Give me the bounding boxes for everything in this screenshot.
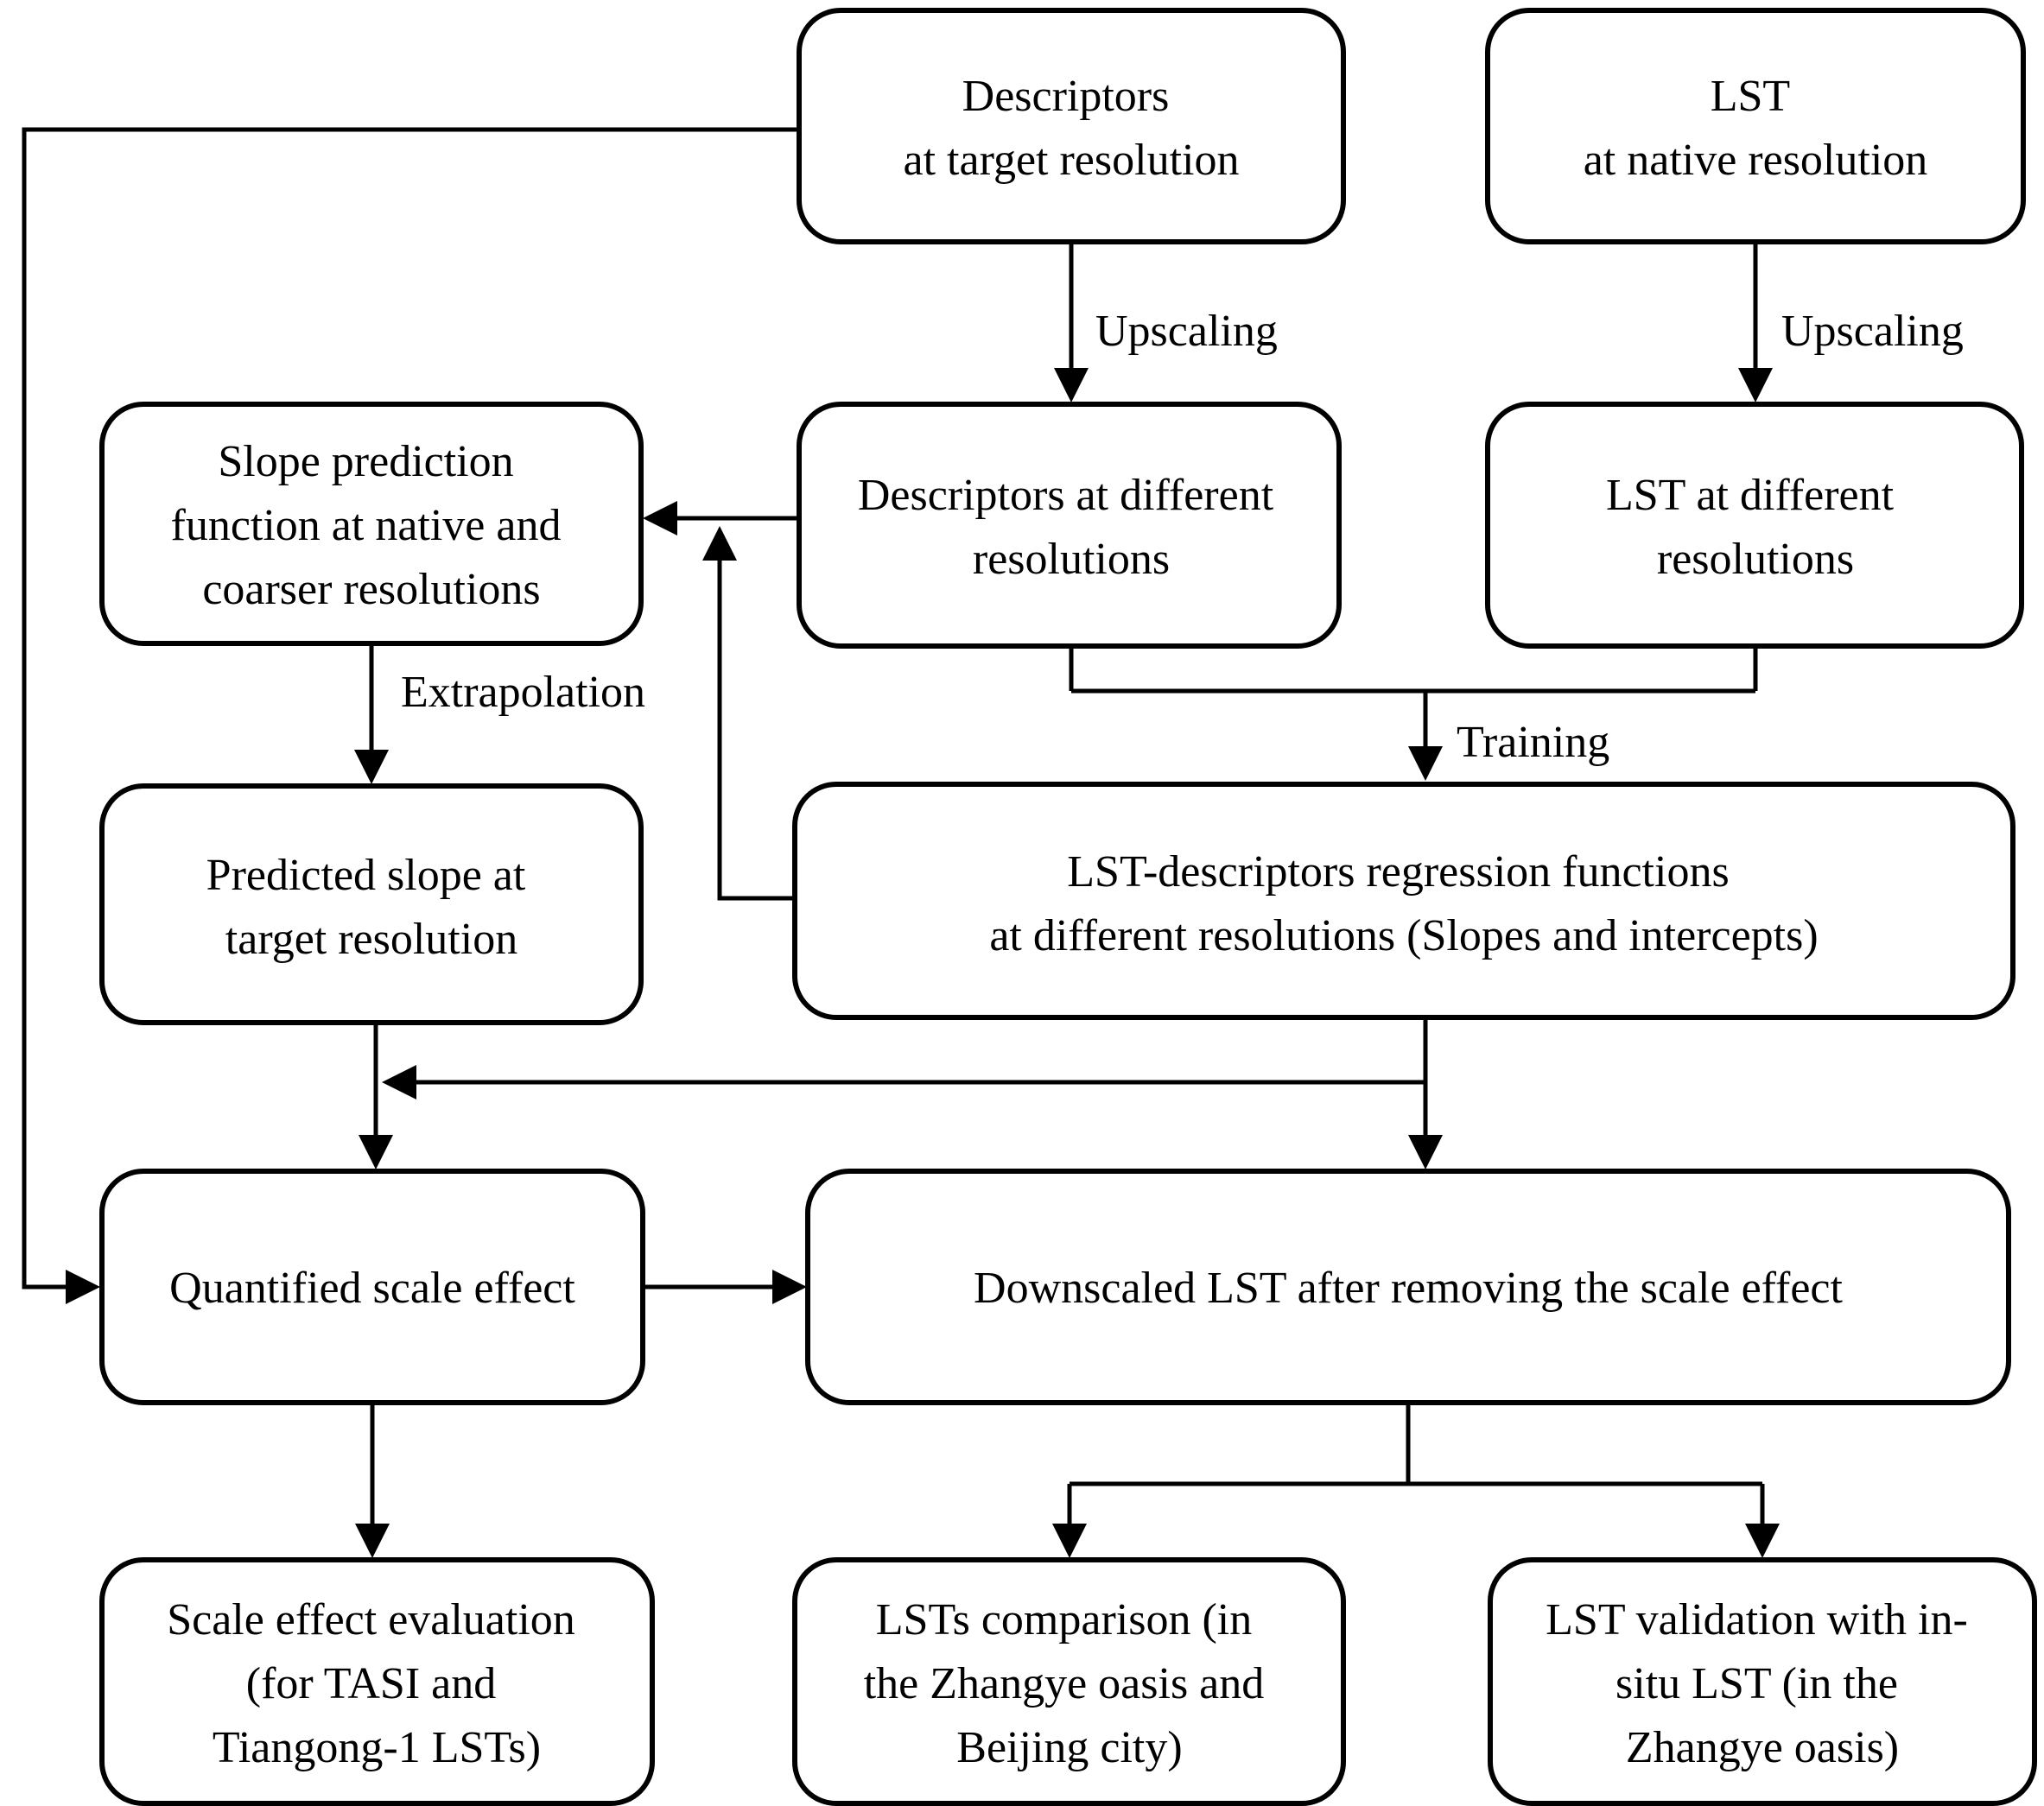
slope-prediction-function-box xyxy=(99,402,644,646)
label-upscaling-right: Upscaling xyxy=(1781,307,1964,356)
label-line: the Zhangye oasis and xyxy=(864,1659,1265,1708)
label-line: situ LST (in the xyxy=(1616,1659,1898,1708)
descriptors-at-different-resolutions-box xyxy=(797,402,1342,649)
predicted-slope-box xyxy=(99,783,644,1025)
label-line: Predicted slope at xyxy=(206,851,526,900)
node-downscaled-lst: Downscaled LST after removing the scale … xyxy=(805,1169,2011,1405)
lsts-comparison-label: LSTs comparison (in the Zhangye oasis an… xyxy=(864,1595,1276,1772)
label-line: at different resolutions (Slopes and int… xyxy=(989,911,1818,960)
label-line: Scale effect evaluation xyxy=(167,1595,575,1644)
label-line: target resolution xyxy=(225,915,517,964)
node-scale-effect-evaluation: Scale effect evaluation (for TASI and Ti… xyxy=(99,1557,655,1806)
label-line: resolutions xyxy=(973,535,1170,584)
label-line: Beijing city) xyxy=(956,1723,1182,1772)
label-line: function at native and xyxy=(171,501,562,550)
lsts-comparison-box xyxy=(792,1557,1346,1806)
label-line: Descriptors xyxy=(962,72,1170,121)
label-line: Zhangye oasis) xyxy=(1626,1723,1899,1772)
label-upscaling-left: Upscaling xyxy=(1095,307,1278,356)
label-line: at native resolution xyxy=(1584,136,1928,185)
predicted-slope-label: Predicted slope at target resolution xyxy=(206,851,537,964)
node-lst-at-different-resolutions: LST at different resolutions xyxy=(1485,402,2024,649)
scale-effect-evaluation-label: Scale effect evaluation (for TASI and Ti… xyxy=(167,1595,587,1772)
label-line: coarser resolutions xyxy=(202,565,540,614)
label-line: LST-descriptors regression functions xyxy=(1067,847,1729,897)
label-line: at target resolution xyxy=(904,136,1240,185)
slope-prediction-function-label: Slope prediction function at native and … xyxy=(171,437,573,614)
node-descriptors-at-different-resolutions: Descriptors at different resolutions xyxy=(797,402,1342,649)
node-predicted-slope: Predicted slope at target resolution xyxy=(99,783,644,1025)
lst-validation-label: LST validation with in- situ LST (in the… xyxy=(1546,1595,1979,1772)
label-line: Quantified scale effect xyxy=(169,1264,575,1313)
node-quantified-scale-effect: Quantified scale effect xyxy=(99,1169,645,1405)
regression-functions-label: LST-descriptors regression functions at … xyxy=(989,847,1818,960)
downscaled-lst-box xyxy=(805,1169,2011,1405)
label-line: Tiangong-1 LSTs) xyxy=(213,1723,541,1772)
label-line: Downscaled LST after removing the scale … xyxy=(974,1264,1843,1313)
label-line: LST at different xyxy=(1606,471,1895,520)
node-regression-functions: LST-descriptors regression functions at … xyxy=(792,782,2015,1020)
label-line: (for TASI and xyxy=(246,1659,496,1708)
lst-validation-box xyxy=(1488,1557,2037,1806)
node-descriptors-at-target-resolution: Descriptors at target resolution xyxy=(797,8,1346,244)
lst-at-different-resolutions-label: LST at different resolutions xyxy=(1606,471,1905,584)
node-lsts-comparison: LSTs comparison (in the Zhangye oasis an… xyxy=(792,1557,1346,1806)
scale-effect-evaluation-box xyxy=(99,1557,655,1806)
label-extrapolation: Extrapolation xyxy=(401,668,645,717)
edge-desc-target-to-quantified xyxy=(22,127,799,1304)
node-lst-validation: LST validation with in- situ LST (in the… xyxy=(1488,1557,2037,1806)
label-line: Descriptors at different xyxy=(858,471,1274,520)
descriptors-at-target-resolution-label: Descriptors at target resolution xyxy=(904,72,1240,185)
lst-at-different-resolutions-box xyxy=(1485,402,2024,649)
node-lst-at-native-resolution: LST at native resolution xyxy=(1485,8,2026,244)
label-line: Slope prediction xyxy=(218,437,513,486)
downscaled-lst-label: Downscaled LST after removing the scale … xyxy=(974,1264,1843,1313)
label-line: LST validation with in- xyxy=(1546,1595,1968,1644)
node-slope-prediction-function: Slope prediction function at native and … xyxy=(99,402,644,646)
lst-at-native-resolution-label: LST at native resolution xyxy=(1584,72,1928,185)
label-line: LSTs comparison (in xyxy=(876,1595,1252,1644)
regression-functions-box xyxy=(792,782,2015,1020)
label-line: resolutions xyxy=(1657,535,1854,584)
quantified-scale-effect-label: Quantified scale effect xyxy=(169,1264,575,1313)
label-training: Training xyxy=(1457,718,1609,767)
quantified-scale-effect-box xyxy=(99,1169,645,1405)
descriptors-at-target-resolution-box xyxy=(797,8,1346,244)
label-line: LST xyxy=(1711,72,1790,121)
lst-at-native-resolution-box xyxy=(1485,8,2026,244)
edge-regression-feedback-up xyxy=(702,526,795,901)
descriptors-at-different-resolutions-label: Descriptors at different resolutions xyxy=(858,471,1285,584)
